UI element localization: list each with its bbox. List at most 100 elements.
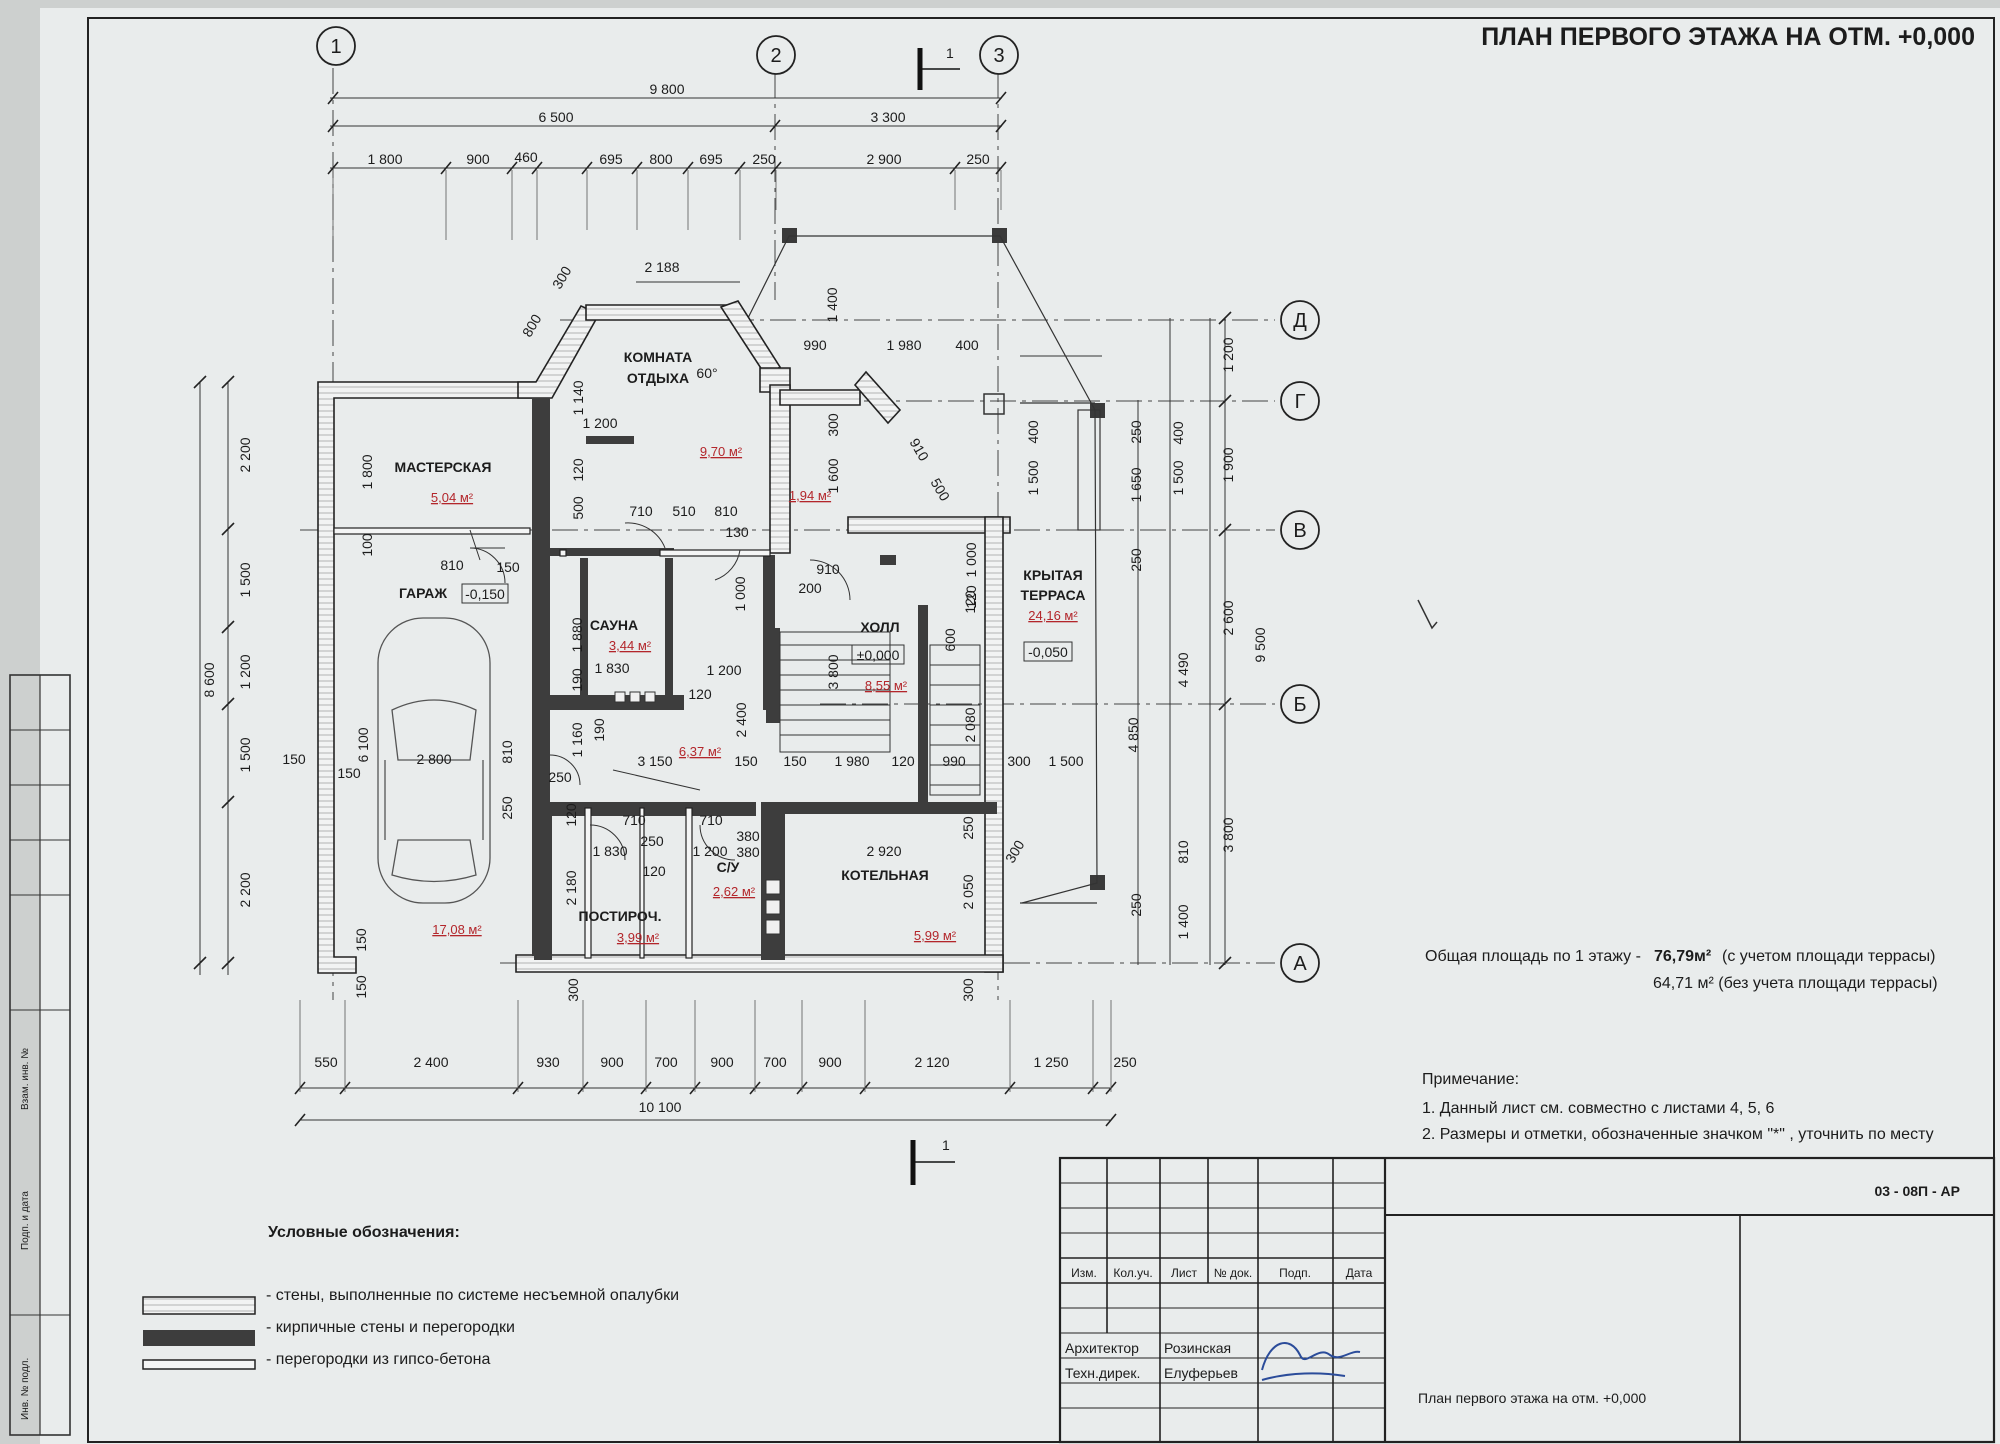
sheet-title: План первого этажа на отм. +0,000 [1418, 1390, 1646, 1406]
stamp-role: Архитектор [1065, 1340, 1139, 1356]
signature [1261, 1342, 1361, 1381]
section-mark-label: 1 [946, 45, 954, 61]
stamp-header: № док. [1214, 1266, 1252, 1280]
dim-top-chain: 900 [466, 151, 490, 167]
dim-bottom-chain: 900 [710, 1054, 734, 1070]
dim-interior: 1 800 [359, 454, 375, 489]
dim-top-chain: 695 [599, 151, 623, 167]
legend: Условные обозначения: - стены, выполненн… [142, 1224, 679, 1370]
section-mark-label: 1 [942, 1137, 950, 1153]
notes-heading: Примечание: [1422, 1071, 1519, 1088]
dim-interior: 250 [640, 833, 664, 849]
axis-label-col: 1 [330, 36, 341, 58]
dim-interior: 250 [960, 816, 976, 840]
axis-label-row: Д [1293, 310, 1307, 332]
level-box [1023, 641, 1073, 662]
room-name-garazh: ГАРАЖ [399, 585, 447, 601]
room-name-masterskaya: МАСТЕРСКАЯ [395, 459, 492, 475]
legend-item: - кирпичные стены и перегородки [266, 1319, 515, 1336]
stamp-name: Елуферьев [1164, 1365, 1238, 1381]
drawing-code: 03 - 08П - АР [1874, 1183, 1960, 1199]
dim-diagonal: 1 400 [824, 287, 840, 322]
room-area-postiroch: 3,99 м² [617, 930, 660, 945]
dim-interior: 300 [1007, 753, 1031, 769]
dim-interior: 380 [736, 828, 760, 844]
stamp-header: Кол.уч. [1113, 1266, 1152, 1280]
fixture [765, 879, 781, 895]
dim-terrace-top: 400 [955, 337, 979, 353]
dim-interior: 810 [714, 503, 738, 519]
dim-top-right: 3 300 [870, 109, 905, 125]
summary-label: Общая площадь по 1 этажу - [1425, 948, 1641, 965]
room-area-garazh: 17,08 м² [432, 922, 482, 937]
dim-bottom-chain: 2 120 [914, 1054, 949, 1070]
dim-top-chain: 800 [649, 151, 673, 167]
fixture [765, 899, 781, 915]
dim-left-chain: 1 500 [237, 737, 253, 772]
door-swings [469, 522, 851, 861]
dimension-text-top: 9 800 6 500 3 300 1 800 900 460 695 800 … [367, 81, 989, 275]
axis-bubble [1280, 684, 1320, 724]
level-terrace: -0,050 [1028, 644, 1068, 660]
legend-swatch-brick [143, 1330, 255, 1346]
dim-interior: 200 [798, 580, 822, 596]
room-area-terrace: 24,16 м² [1028, 608, 1078, 623]
dim-terrace: 400 [1025, 420, 1041, 444]
corridor-area: 6,37 м² [679, 744, 722, 759]
level-holl: ±0,000 [857, 647, 900, 663]
dim-interior: 1 000 [732, 576, 748, 611]
dim-terrace: 250 [1128, 548, 1144, 572]
dim-interior: 150 [337, 765, 361, 781]
dimension-lines-top [199, 97, 1226, 1121]
notes: Примечание: 1. Данный лист см. совместно… [1422, 1071, 1934, 1143]
dim-top-chain: 2 900 [866, 151, 901, 167]
dim-interior: 600 [942, 628, 958, 652]
dim-interior: 1 600 [825, 458, 841, 493]
room-area-masterskaya: 5,04 м² [431, 490, 474, 505]
dim-interior: 190 [591, 718, 607, 742]
dimension-text-bottom: 550 2 400 930 900 700 900 700 900 2 120 … [314, 1054, 1137, 1115]
dim-interior: 190 [569, 668, 585, 692]
area-summary: Общая площадь по 1 этажу - 76,79м² (с уч… [1425, 948, 1938, 992]
dim-bottom-chain: 900 [818, 1054, 842, 1070]
dim-interior: 990 [942, 753, 966, 769]
dimension-text-interior: 1 200 1 140 1 800 100 810 150 710 510 81… [282, 365, 1083, 1002]
paper-sheet [40, 8, 2000, 1444]
corridor-area: 1,94 м² [789, 488, 832, 503]
dim-interior: 2 050 [960, 874, 976, 909]
dim-interior: 1 200 [706, 662, 741, 678]
room-name-terrace-2: ТЕРРАСА [1021, 587, 1086, 603]
dim-top-overall: 9 800 [649, 81, 684, 97]
dim-terrace: 810 [1175, 840, 1191, 864]
room-name-kotelnaya: КОТЕЛЬНАЯ [841, 867, 929, 883]
dim-terrace-top: 990 [803, 337, 827, 353]
dim-interior: 1 160 [569, 722, 585, 757]
axis-label-row: Б [1293, 694, 1306, 716]
extension-lines [299, 170, 1112, 1092]
dim-terrace: 250 [1128, 420, 1144, 444]
door [624, 522, 666, 549]
dim-interior: 710 [629, 503, 653, 519]
dim-bottom-overall: 10 100 [639, 1099, 682, 1115]
summary-total-note: (с учетом площади террасы) [1722, 948, 1935, 965]
room-name-holl: ХОЛЛ [860, 619, 899, 635]
dim-top-chain: 250 [752, 151, 776, 167]
axis-bubble [756, 35, 796, 75]
dim-bottom-chain: 900 [600, 1054, 624, 1070]
side-label-signed: Подп. и дата [20, 1191, 31, 1250]
dim-interior: 510 [672, 503, 696, 519]
axis-label-row: Г [1295, 391, 1306, 413]
dim-bottom-chain: 700 [763, 1054, 787, 1070]
fixture [629, 691, 641, 703]
dim-bottom-chain: 2 400 [413, 1054, 448, 1070]
dim-interior: 2 400 [733, 702, 749, 737]
dim-interior: 150 [282, 751, 306, 767]
dim-interior: 500 [570, 496, 586, 520]
dim-interior: 150 [496, 559, 520, 575]
dim-left-chain: 2 200 [237, 437, 253, 472]
section-mark-bottom: 1 [910, 1137, 955, 1185]
stamp-role: Техн.дирек. [1065, 1365, 1140, 1381]
dim-bay-width: 2 188 [644, 259, 679, 275]
door [589, 824, 626, 861]
dim-top-chain: 460 [514, 149, 538, 165]
